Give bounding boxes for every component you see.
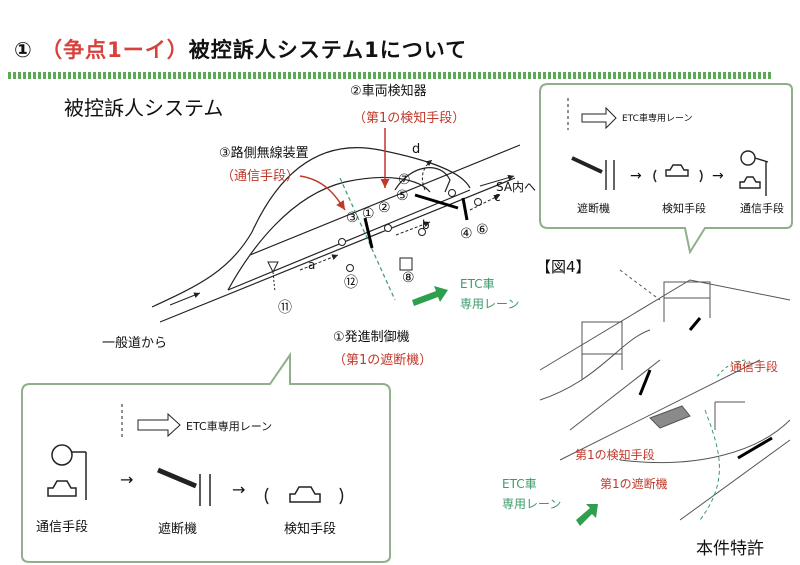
num-5: ⑤ (396, 188, 409, 204)
ramp-loop (394, 167, 451, 193)
bottom-arrow-2: → (232, 480, 246, 499)
top-lane-label: ETC車専用レーン (622, 114, 693, 124)
bottom-arrow-1: → (120, 470, 134, 489)
gate-bar-3 (461, 197, 469, 221)
road-edge-upper (151, 231, 253, 308)
top-arrow-1: → (630, 168, 642, 184)
title-prefix: ① (14, 38, 42, 62)
path-a-label: a (308, 258, 316, 272)
fig-comm-pointer (715, 359, 746, 379)
bottom-lane-arrow-icon (137, 412, 181, 438)
num-2: ② (378, 200, 391, 216)
fig-gate-bar-3 (737, 436, 773, 460)
arrow-d (421, 159, 433, 191)
gate-sub-label: （第1の遮断機） (333, 353, 433, 368)
gate-bar-1 (363, 217, 374, 249)
road-diagram (151, 144, 521, 323)
num-1: ① (362, 206, 375, 222)
road-edge-lower (159, 177, 516, 323)
num-6: ⑥ (476, 222, 489, 238)
num-3: ③ (346, 210, 359, 226)
path-d-label: d (412, 142, 421, 157)
fig-gate-bar-2 (688, 317, 702, 331)
subtitle: 被控訴人システム (64, 96, 224, 120)
bottom-step2-label: 遮断機 (158, 522, 198, 537)
entry-label: 一般道から (102, 336, 168, 351)
fig-gate-bar-1 (638, 369, 652, 396)
pole-6 (418, 228, 426, 236)
top-lane-arrow-icon (581, 106, 617, 130)
sensor-label: ②車両検知器 (350, 84, 427, 99)
footer-label: 本件特許 (696, 539, 764, 559)
bottom-lane-label: ETC車専用レーン (186, 420, 273, 433)
signal-icon (267, 261, 279, 274)
path-c-label: c (494, 190, 501, 204)
figure4-sketch (539, 269, 791, 521)
pole-4 (448, 189, 456, 197)
bottom-bubble (21, 351, 391, 563)
top-step1-label: 遮断機 (577, 202, 610, 215)
fig-lane-divider (699, 409, 720, 521)
num-12: ⑫ (344, 275, 358, 291)
radio-pointer (299, 175, 346, 211)
etc-arrow-left (412, 286, 448, 306)
arrow-entry (169, 292, 201, 306)
num-7: ⑦ (398, 172, 411, 188)
num-4: ④ (460, 226, 473, 242)
top-step2-label: 検知手段 (662, 202, 706, 215)
pole-2 (384, 224, 392, 232)
gate-label: ①発進制御機 (333, 330, 410, 345)
gate-bar-2 (414, 193, 459, 210)
bottom-step-icons (47, 444, 344, 506)
arrow-a (299, 254, 339, 271)
booth-icon (399, 257, 413, 271)
title-accent: （争点1ーイ） (41, 38, 189, 62)
bottom-step1-label: 通信手段 (36, 520, 89, 535)
fig-comm-label: 通信手段 (730, 360, 779, 374)
top-arrow-2: → (712, 168, 724, 184)
fig-detect-label: 第1の検知手段 (575, 448, 655, 462)
bottom-step3-label: 検知手段 (284, 522, 337, 537)
title-main: 被控訴人システム1について (188, 38, 468, 62)
radio-sub-label: （通信手段） (221, 169, 300, 184)
radio-label: ③路側無線装置 (219, 146, 309, 161)
arrow-b (395, 221, 431, 236)
path-b-label: b (422, 218, 430, 232)
num-11: ⑪ (278, 300, 292, 316)
fig-etc-lane-label: ETC車 専用レーン (502, 477, 562, 511)
figure-caption: 【図4】 (536, 258, 591, 276)
road-inner-2 (249, 144, 521, 256)
etc-arrow-right (576, 504, 598, 526)
arrow-c (469, 194, 501, 211)
road-inner (227, 189, 471, 291)
lane-divider (339, 177, 396, 301)
page-title: ① （争点1ーイ）被控訴人システム1について (14, 34, 467, 64)
top-bubble (539, 83, 793, 255)
pole-1 (338, 238, 346, 246)
title-divider (8, 72, 772, 79)
pole-5 (474, 198, 482, 206)
top-step-icons (571, 150, 769, 196)
ramp-inner (227, 176, 431, 291)
etc-lane-label-left: ETC車 専用レーン (460, 277, 520, 311)
arrow-exit (479, 174, 515, 187)
sensor-sub-label: （第1の検知手段） (353, 111, 466, 126)
pole-3 (346, 264, 354, 272)
fig-gate-label: 第1の遮断機 (600, 477, 668, 491)
exit-label: SA内へ (496, 180, 537, 194)
top-step3-label: 通信手段 (740, 202, 784, 215)
num-8: ⑧ (402, 270, 415, 286)
